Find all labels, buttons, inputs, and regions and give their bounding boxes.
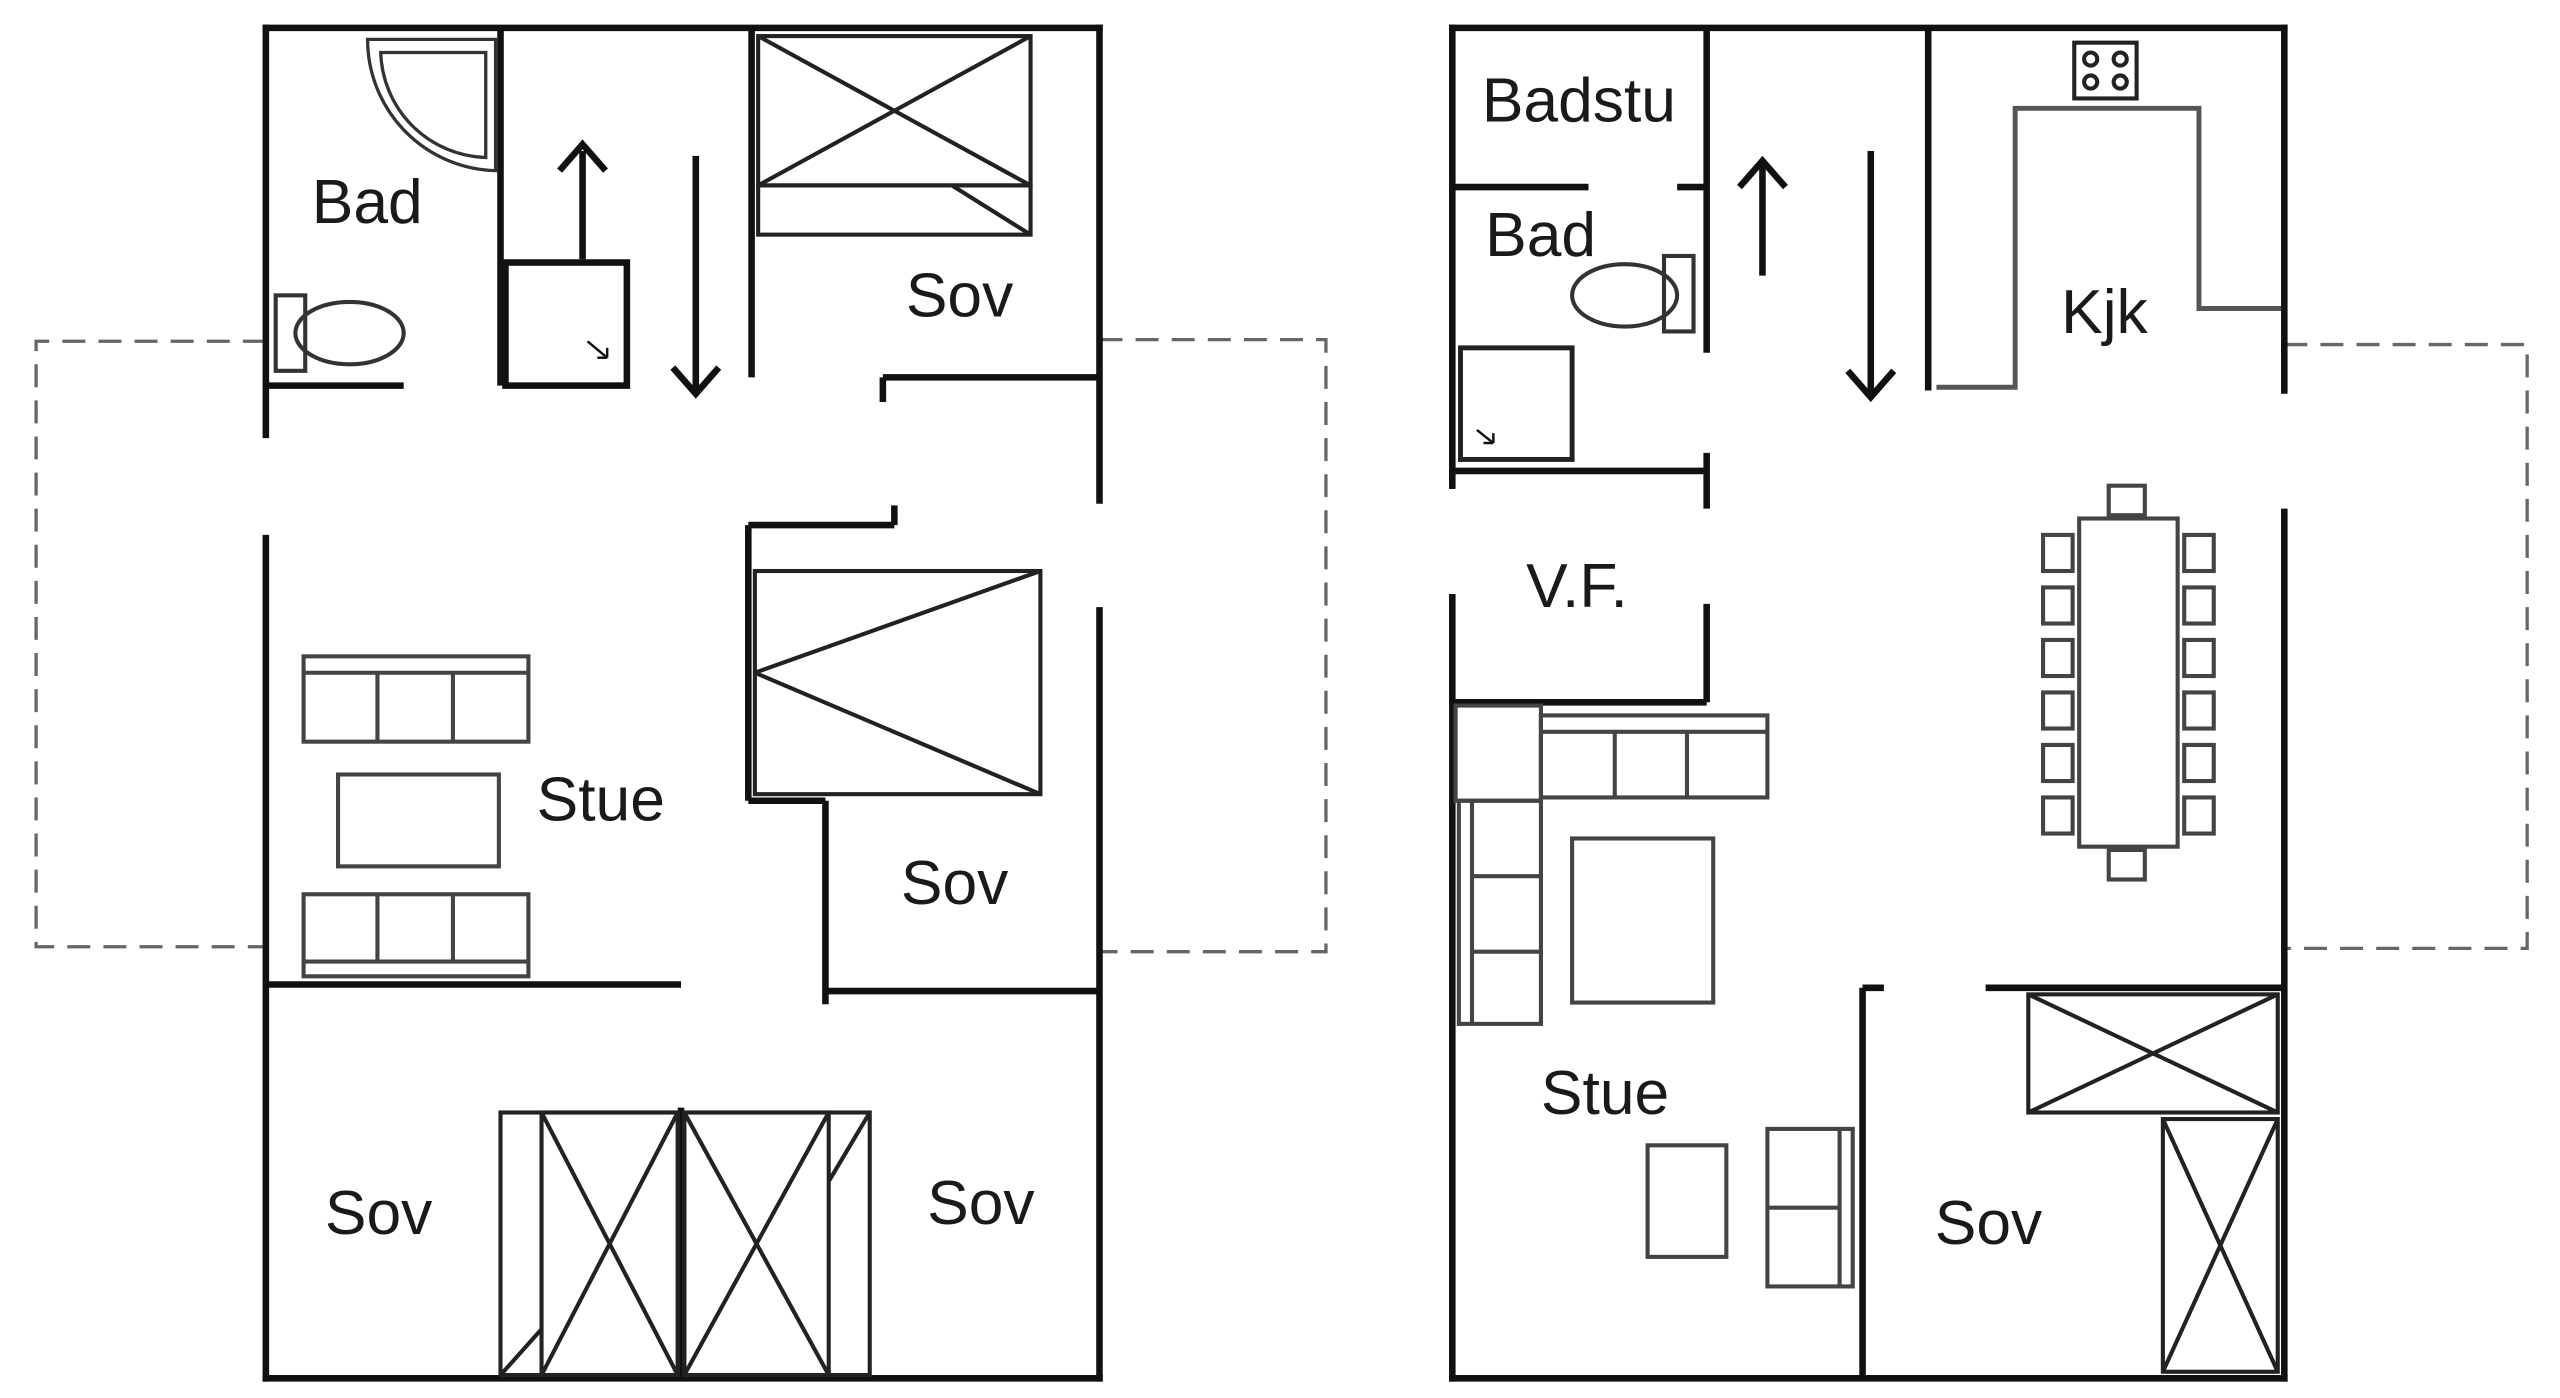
interior-walls [265, 27, 1100, 1379]
bed-icon [2160, 1117, 2280, 1374]
bed-icon [682, 1110, 872, 1378]
room-label-sov: Sov [927, 1169, 1034, 1238]
bed-icon [752, 568, 1043, 797]
toilet-icon [273, 293, 406, 373]
toilet-icon [1570, 253, 1696, 334]
dining-chairs [2041, 532, 2216, 836]
coffee-table-icon [336, 772, 501, 869]
coffee-table-icon [1570, 836, 1716, 1005]
room-label-stue: Stue [1541, 1059, 1669, 1128]
sofa-icon [1453, 703, 1770, 803]
kitchen-counter [1936, 105, 2282, 390]
terrace-outline-right [2284, 342, 2529, 951]
room-label-sov: Sov [901, 849, 1008, 918]
bed-icon [498, 1110, 680, 1378]
side-table-icon [1645, 1143, 1729, 1259]
room-label-kjk: Kjk [2061, 278, 2148, 347]
room-label-vf: V.F. [1526, 552, 1628, 621]
room-label-sov: Sov [906, 262, 1013, 331]
room-label-sov: Sov [325, 1179, 432, 1248]
terrace-outline-left [34, 338, 1328, 954]
staircase-right [1737, 150, 1897, 403]
sofa-icon [301, 892, 531, 979]
dining-table-icon [2077, 483, 2180, 882]
room-label-sov: Sov [1935, 1189, 2042, 1258]
stair-direction-icon [586, 340, 609, 359]
bed-icon [2026, 992, 2280, 1115]
room-label-stue: Stue [537, 765, 665, 834]
shower-icon [1458, 345, 1575, 462]
room-label-bad: Bad [1485, 201, 1596, 270]
interior-walls [1452, 27, 2285, 1379]
bed-icon [756, 34, 1033, 237]
left-floor-plan: Bad Sov Stue Sov Sov Sov [34, 24, 1328, 1382]
exterior-walls [1449, 24, 2288, 1382]
room-label-badstu: Badstu [1482, 66, 1676, 135]
right-floor-plan: Badstu Bad Kjk V.F. Stue Sov [1449, 24, 2529, 1382]
room-label-bad: Bad [312, 168, 423, 237]
sofa-icon [301, 654, 531, 744]
drain-icon [1476, 428, 1495, 445]
staircase-left [502, 139, 722, 399]
stove-icon [2072, 40, 2139, 101]
sofa-icon [1456, 798, 1543, 1026]
shower-corner-icon [365, 37, 498, 173]
armchair-icon [1765, 1126, 1855, 1289]
